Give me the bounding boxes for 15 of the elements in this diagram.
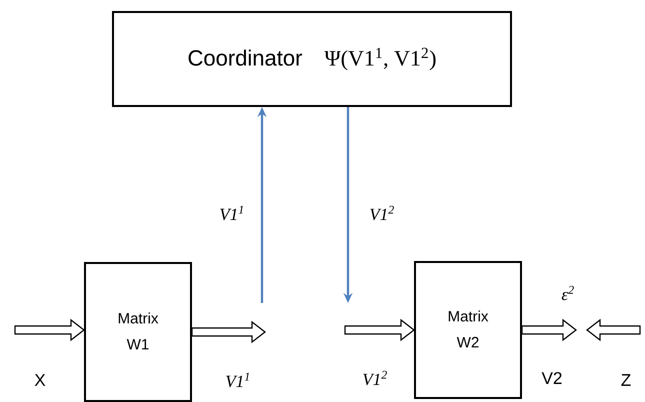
edge-label: V1$^{2}$: [370, 206, 394, 220]
matrix-box: Matrix W2: [414, 261, 522, 399]
coordinator-box: Coordinator Ψ(V1$^{1}$, V1$^{2}$): [112, 11, 512, 107]
signal-label: ε$^{2}$: [562, 286, 574, 300]
block-arrow: [344, 318, 415, 342]
matrix-box: Matrix W1: [84, 262, 192, 402]
edge-label: V2: [542, 372, 562, 384]
edge-label: X: [34, 374, 46, 386]
block-arrow: [191, 320, 266, 344]
edge-label: V1$^{1}$: [220, 206, 243, 220]
block-arrow: [521, 318, 577, 342]
block-arrow: [14, 318, 85, 342]
edge-label: V1$^{2}$: [363, 370, 387, 386]
edge-label: V1$^{1}$: [226, 372, 249, 388]
signal-label: Z: [621, 374, 631, 386]
